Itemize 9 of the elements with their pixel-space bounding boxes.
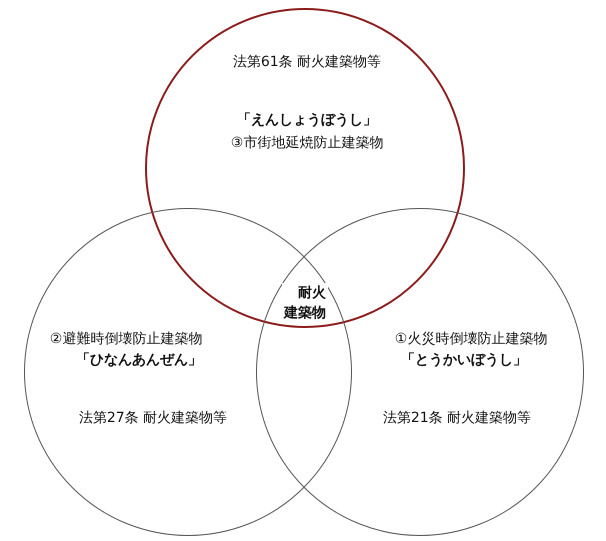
circle-label: ②避難時倒壊防止建築物 [50,330,202,348]
circle-subtitle: 「とうかいぼうし」 [401,351,527,369]
circle-subtitle: 「えんしょうぼうし」 [237,111,377,129]
circle-label: 法第21条 耐火建築物等 [382,409,532,427]
circle-label: 法第27条 耐火建築物等 [78,409,228,427]
circle-label: 法第61条 耐火建築物等 [232,53,382,71]
circle-label: ①火災時倒壊防止建築物 [394,330,548,348]
circle-subtitle: 「ひなんあんぜん」 [76,351,202,369]
circle-label: ③市街地延焼防止建築物 [230,134,384,152]
